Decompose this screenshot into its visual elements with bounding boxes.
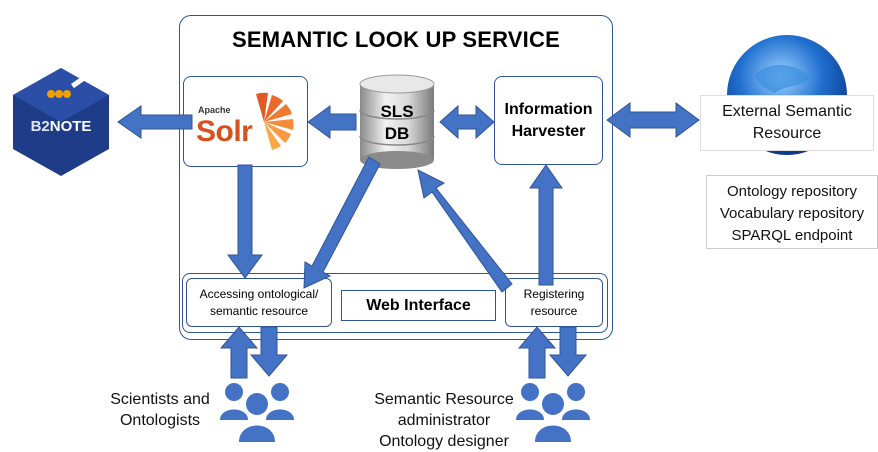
arrow-users-right-down	[548, 326, 588, 377]
db-line2: DB	[384, 124, 410, 143]
b2note-hexagon-icon	[13, 68, 109, 176]
arrow-db-harvester	[439, 104, 495, 140]
users-right-line1: Semantic Resource	[374, 391, 514, 408]
users-right-line2: administrator	[397, 412, 491, 429]
users-right-line3: Ontology designer	[379, 433, 509, 450]
harvester-line1: Information	[504, 100, 593, 118]
external-line2: Resource	[752, 125, 822, 142]
registering-line1: Registering	[523, 286, 585, 301]
external-list-item: Ontology repository	[726, 183, 858, 200]
users-left-label: Scientists and Ontologists	[98, 389, 222, 431]
solr-label: Solr	[196, 115, 253, 148]
accessing-line1: Accessing ontological/	[199, 286, 319, 301]
external-resource-box: External Semantic Resource	[700, 95, 874, 151]
b2note-label-note: NOTE	[49, 118, 92, 135]
users-icon-left	[220, 383, 294, 442]
web-interface-label: Web Interface	[366, 296, 471, 314]
arrow-users-left-down	[249, 326, 289, 377]
service-title: SEMANTIC LOOK UP SERVICE	[232, 27, 560, 52]
harvester-line2: Harvester	[511, 122, 586, 140]
arrow-db-to-solr	[307, 105, 357, 139]
external-list-box: Ontology repository Vocabulary repositor…	[706, 175, 878, 249]
b2note-label: B2NOTE	[9, 118, 113, 135]
users-left-line1: Scientists and	[110, 391, 210, 408]
solr-logo-icon	[256, 92, 294, 150]
arrow-solr-to-web	[227, 164, 263, 279]
arrow-users-right-up	[517, 326, 557, 379]
arrow-register-to-db	[417, 169, 513, 293]
users-right-label: Semantic Resource administrator Ontology…	[364, 389, 524, 452]
external-list-item: Vocabulary repository	[719, 205, 865, 222]
b2note-logo: B2NOTE	[9, 66, 113, 178]
arrow-users-left-up	[219, 326, 259, 379]
external-line1: External Semantic	[722, 103, 852, 120]
accessing-resource-box: Accessing ontological/ semantic resource	[186, 278, 332, 327]
arrow-db-to-web	[303, 156, 381, 289]
accessing-line2: semantic resource	[209, 303, 309, 318]
external-list-item: SPARQL endpoint	[731, 227, 853, 244]
db-line1: SLS	[380, 102, 414, 121]
registering-resource-box: Registering resource	[505, 278, 603, 327]
b2note-label-b2: B2	[30, 118, 50, 135]
arrow-harvester-external	[606, 102, 700, 138]
web-interface-label-box: Web Interface	[341, 290, 496, 321]
arrow-solr-to-b2note	[117, 105, 193, 139]
users-icon-right	[516, 383, 590, 442]
users-left-line2: Ontologists	[119, 412, 201, 429]
solr-small-label: Apache	[198, 105, 231, 115]
registering-line2: resource	[530, 303, 578, 318]
information-harvester-box: Information Harvester	[494, 76, 603, 165]
arrow-register-to-harvester	[529, 164, 563, 286]
